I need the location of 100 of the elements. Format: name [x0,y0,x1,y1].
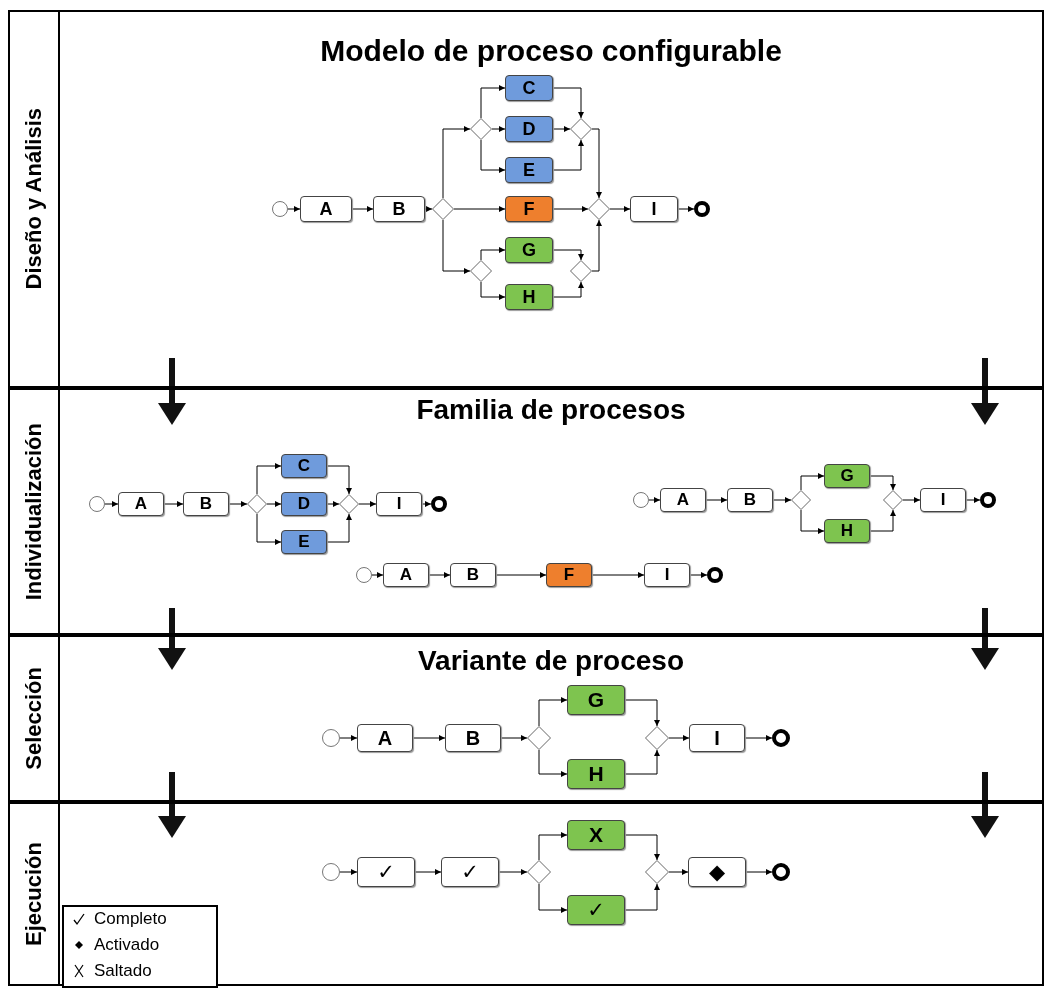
task-box: A [660,488,706,512]
start-event-circle [322,729,340,747]
end-event-circle [431,496,447,512]
arrow [480,247,506,261]
legend-label: Completo [94,909,167,929]
arrow [256,463,282,495]
section-heading: Variante de proceso [417,645,685,676]
task-box: B [445,724,501,752]
gateway-diamond [645,860,669,884]
arrow [412,735,446,741]
arrow [609,206,631,212]
arrow [689,572,708,578]
arrow [491,126,506,132]
task-box: ◆ [688,857,746,887]
task-box: A [357,724,413,752]
gateway-diamond [791,490,811,510]
swimlane [8,10,1044,388]
arrow [538,697,568,727]
gateway-diamond [432,198,454,220]
arrow [498,869,528,875]
end-event-circle [707,567,723,583]
arrow [326,465,352,495]
task-box: I [376,492,422,516]
arrow [552,206,589,212]
gateway-diamond [339,494,359,514]
end-event-circle [772,729,790,747]
gateway-diamond [588,198,610,220]
task-box: G [567,685,625,715]
arrow [538,749,568,777]
swimlane [8,635,1044,802]
arrow [552,87,584,119]
arrow [371,572,384,578]
arrow [538,832,568,861]
arrow [591,572,645,578]
gateway-diamond [470,260,492,282]
arrow [480,281,506,300]
arrow [668,735,690,741]
arrow [591,219,602,272]
swimlane [8,388,1044,635]
task-box: C [505,75,553,101]
arrow [428,572,451,578]
arrow [453,206,506,212]
task-box: B [727,488,773,512]
end-event-circle [772,863,790,881]
arrow [163,501,184,507]
task-box: A [118,492,164,516]
task-box: I [630,196,678,222]
arrow [500,735,528,741]
task-box: F [505,196,553,222]
arrow [266,501,282,507]
arrow [351,206,374,212]
task-box: F [546,563,592,587]
section-heading: Familia de procesos [416,394,686,425]
arrow [552,249,584,261]
lane-label: Selección [21,667,47,770]
arrow [480,139,506,173]
gateway-diamond [645,726,669,750]
arrow [744,735,773,741]
arrow [869,475,896,491]
lane-label: Diseño y Análisis [21,108,47,290]
end-event-circle [694,201,710,217]
gateway-diamond [570,118,592,140]
gateway-diamond [570,260,592,282]
arrow [624,883,660,911]
arrow [495,572,547,578]
arrow [228,501,248,507]
arrow [902,497,921,503]
arrow [256,513,282,545]
task-box: I [689,724,745,752]
arrow [624,834,660,861]
arrow [624,749,660,775]
arrow [287,206,301,212]
arrow [965,497,981,503]
arrow [624,699,660,727]
gateway-diamond [247,494,267,514]
lane-label: Ejecución [21,842,47,946]
arrow [414,869,442,875]
start-event-circle [356,567,372,583]
task-box: C [281,454,327,478]
task-box: D [505,116,553,142]
task-box: G [824,464,870,488]
arrow [424,206,433,212]
task-box: B [183,492,229,516]
swimlane [8,802,1044,986]
task-box: H [824,519,870,543]
arrow [358,501,377,507]
arrow [421,501,432,507]
arrow [442,126,471,199]
arrow [104,501,119,507]
task-box: A [383,563,429,587]
task-box: I [920,488,966,512]
arrow [677,206,695,212]
task-box: I [644,563,690,587]
arrow [552,139,584,171]
gateway-diamond [527,726,551,750]
task-box: E [281,530,327,554]
arrow [591,128,602,199]
start-event-circle [272,201,288,217]
task-box: ✓ [567,895,625,925]
task-box: A [300,196,352,222]
